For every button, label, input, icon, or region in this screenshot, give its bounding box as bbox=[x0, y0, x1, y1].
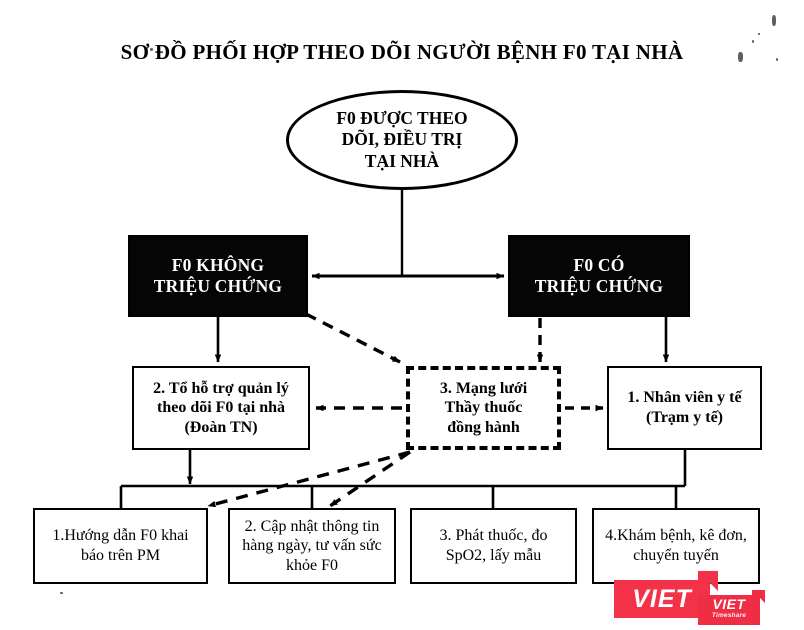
watermark-primary-text: VIET bbox=[632, 584, 692, 613]
node-support-team: 2. Tổ hỗ trợ quản lý theo dõi F0 tại nhà… bbox=[132, 366, 310, 450]
task-3-text: 3. Phát thuốc, đo SpO2, lấy mẫu bbox=[439, 527, 548, 564]
page-title: SƠ ĐỒ PHỐI HỢP THEO DÕI NGƯỜI BỆNH F0 TẠ… bbox=[120, 40, 684, 64]
watermark-primary-badge: VIET bbox=[614, 580, 710, 618]
scan-speck bbox=[150, 48, 153, 51]
network-line-1: 3. Mạng lưới bbox=[439, 379, 528, 397]
root-oval-line-1: F0 ĐƯỢC THEO bbox=[336, 107, 468, 128]
root-oval-line-3: TẠI NHÀ bbox=[364, 150, 440, 171]
watermark-logo: VIET VIET Timeshare bbox=[614, 571, 794, 630]
scan-speck bbox=[752, 40, 754, 43]
node-task-1: 1.Hướng dẫn F0 khai báo trên PM bbox=[33, 508, 208, 584]
node-task-4: 4.Khám bệnh, kê đơn, chuyển tuyến bbox=[592, 508, 760, 584]
root-oval-line-2: DÕI, ĐIỀU TRỊ bbox=[341, 129, 463, 150]
health-staff-text: 1. Nhân viên y tế (Trạm y tế) bbox=[627, 389, 742, 426]
watermark-secondary-badge: VIET Timeshare bbox=[698, 590, 765, 625]
watermark-secondary-text: VIET bbox=[712, 596, 746, 612]
node-f0-symptomatic: F0 CÓ TRIỆU CHỨNG bbox=[508, 235, 690, 317]
scan-speck bbox=[758, 33, 760, 35]
scan-speck bbox=[738, 52, 743, 62]
node-root-oval: F0 ĐƯỢC THEO DÕI, ĐIỀU TRỊ TẠI NHÀ bbox=[286, 90, 518, 190]
symptomatic-line-1: F0 CÓ bbox=[573, 254, 625, 275]
scan-speck bbox=[772, 15, 776, 26]
connector-asymptomatic-to-network-dashed bbox=[305, 312, 401, 364]
asymptomatic-line-2: TRIỆU CHỨNG bbox=[153, 276, 283, 296]
scan-speck bbox=[776, 58, 778, 61]
connector-network-to-task2-dashed bbox=[329, 450, 411, 508]
support-team-text: 2. Tổ hỗ trợ quản lý theo dõi F0 tại nhà… bbox=[153, 379, 289, 436]
node-task-2: 2. Cập nhật thông tin hàng ngày, tư vấn … bbox=[228, 508, 396, 584]
scan-speck bbox=[60, 592, 63, 594]
node-task-3: 3. Phát thuốc, đo SpO2, lấy mẫu bbox=[410, 508, 577, 584]
task-1-text: 1.Hướng dẫn F0 khai báo trên PM bbox=[52, 527, 189, 564]
task-2-text: 2. Cập nhật thông tin hàng ngày, tư vấn … bbox=[242, 517, 382, 574]
task-4-text: 4.Khám bệnh, kê đơn, chuyển tuyến bbox=[605, 527, 747, 564]
network-line-3: đồng hành bbox=[447, 418, 520, 436]
node-doctor-network: 3. Mạng lưới Thầy thuốc đồng hành bbox=[406, 366, 561, 450]
watermark-tagline: Timeshare bbox=[711, 612, 747, 619]
connector-network-to-task1-dashed bbox=[207, 450, 411, 508]
network-line-2: Thầy thuốc bbox=[444, 399, 523, 417]
node-health-staff: 1. Nhân viên y tế (Trạm y tế) bbox=[607, 366, 762, 450]
node-f0-asymptomatic: F0 KHÔNG TRIỆU CHỨNG bbox=[128, 235, 308, 317]
asymptomatic-line-1: F0 KHÔNG bbox=[171, 254, 265, 275]
symptomatic-line-2: TRIỆU CHỨNG bbox=[534, 276, 664, 296]
